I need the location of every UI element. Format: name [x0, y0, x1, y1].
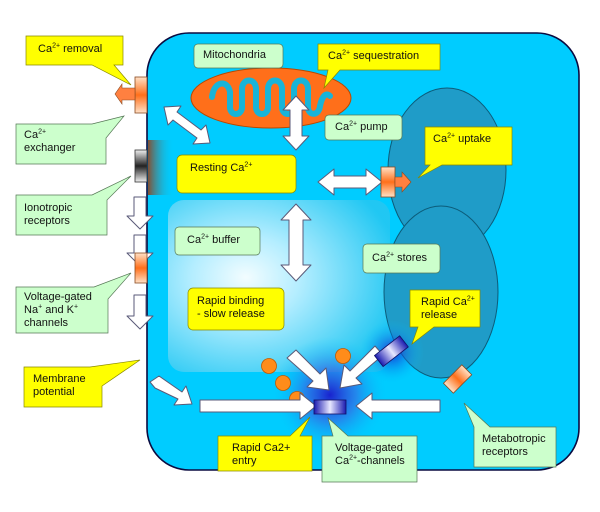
arrow-exchanger-resting [163, 105, 211, 145]
resting-ca-label-box [176, 154, 297, 194]
voltage-nak-channel [134, 252, 148, 284]
ca-sequestration-callout-shape [317, 43, 441, 90]
arrow-entry-right [339, 345, 384, 389]
arrow-membrane-diagonal [149, 375, 193, 406]
arrow-horizontal-right [355, 392, 441, 420]
metabotropic-callout-shape [463, 402, 557, 468]
rapid-release-channel [373, 335, 409, 368]
ca-uptake-pump [380, 166, 412, 198]
arrow-membrane-1 [126, 196, 154, 230]
flow-arrows [126, 95, 441, 420]
voltage-nak-callout-shape [15, 272, 132, 334]
rapid-release-callout-shape [409, 289, 481, 346]
arrow-resting-buffer [280, 203, 312, 282]
membrane-potential-callout-shape [23, 359, 141, 408]
ca-uptake-callout-shape [417, 126, 513, 179]
ionotropic-channel [134, 149, 148, 183]
arrow-entry-left [286, 349, 330, 391]
arrow-horizontal-left [199, 392, 317, 420]
mitochondrion [190, 67, 352, 129]
voltage-gated-ca-channel [313, 399, 347, 415]
ca-exchanger-channel [114, 76, 148, 114]
ca-pump-label-box [324, 114, 403, 141]
ionotropic-callout-shape [15, 175, 132, 236]
ca-stores-label-box [362, 243, 441, 274]
rapid-binding-label-box [187, 287, 285, 331]
metabotropic-receptor-channel [442, 364, 473, 394]
arrow-membrane-3 [126, 294, 154, 330]
membrane-glow [148, 140, 174, 195]
mitochondria-label-box [193, 43, 284, 69]
ca-buffer-label-box [174, 226, 261, 256]
voltage-ca-callout-shape [321, 416, 418, 483]
arrow-mito-resting [282, 95, 310, 151]
ca-exchanger-callout-shape [15, 115, 125, 165]
ca-removal-callout-shape [25, 35, 132, 86]
rapid-entry-callout-shape [217, 416, 313, 472]
